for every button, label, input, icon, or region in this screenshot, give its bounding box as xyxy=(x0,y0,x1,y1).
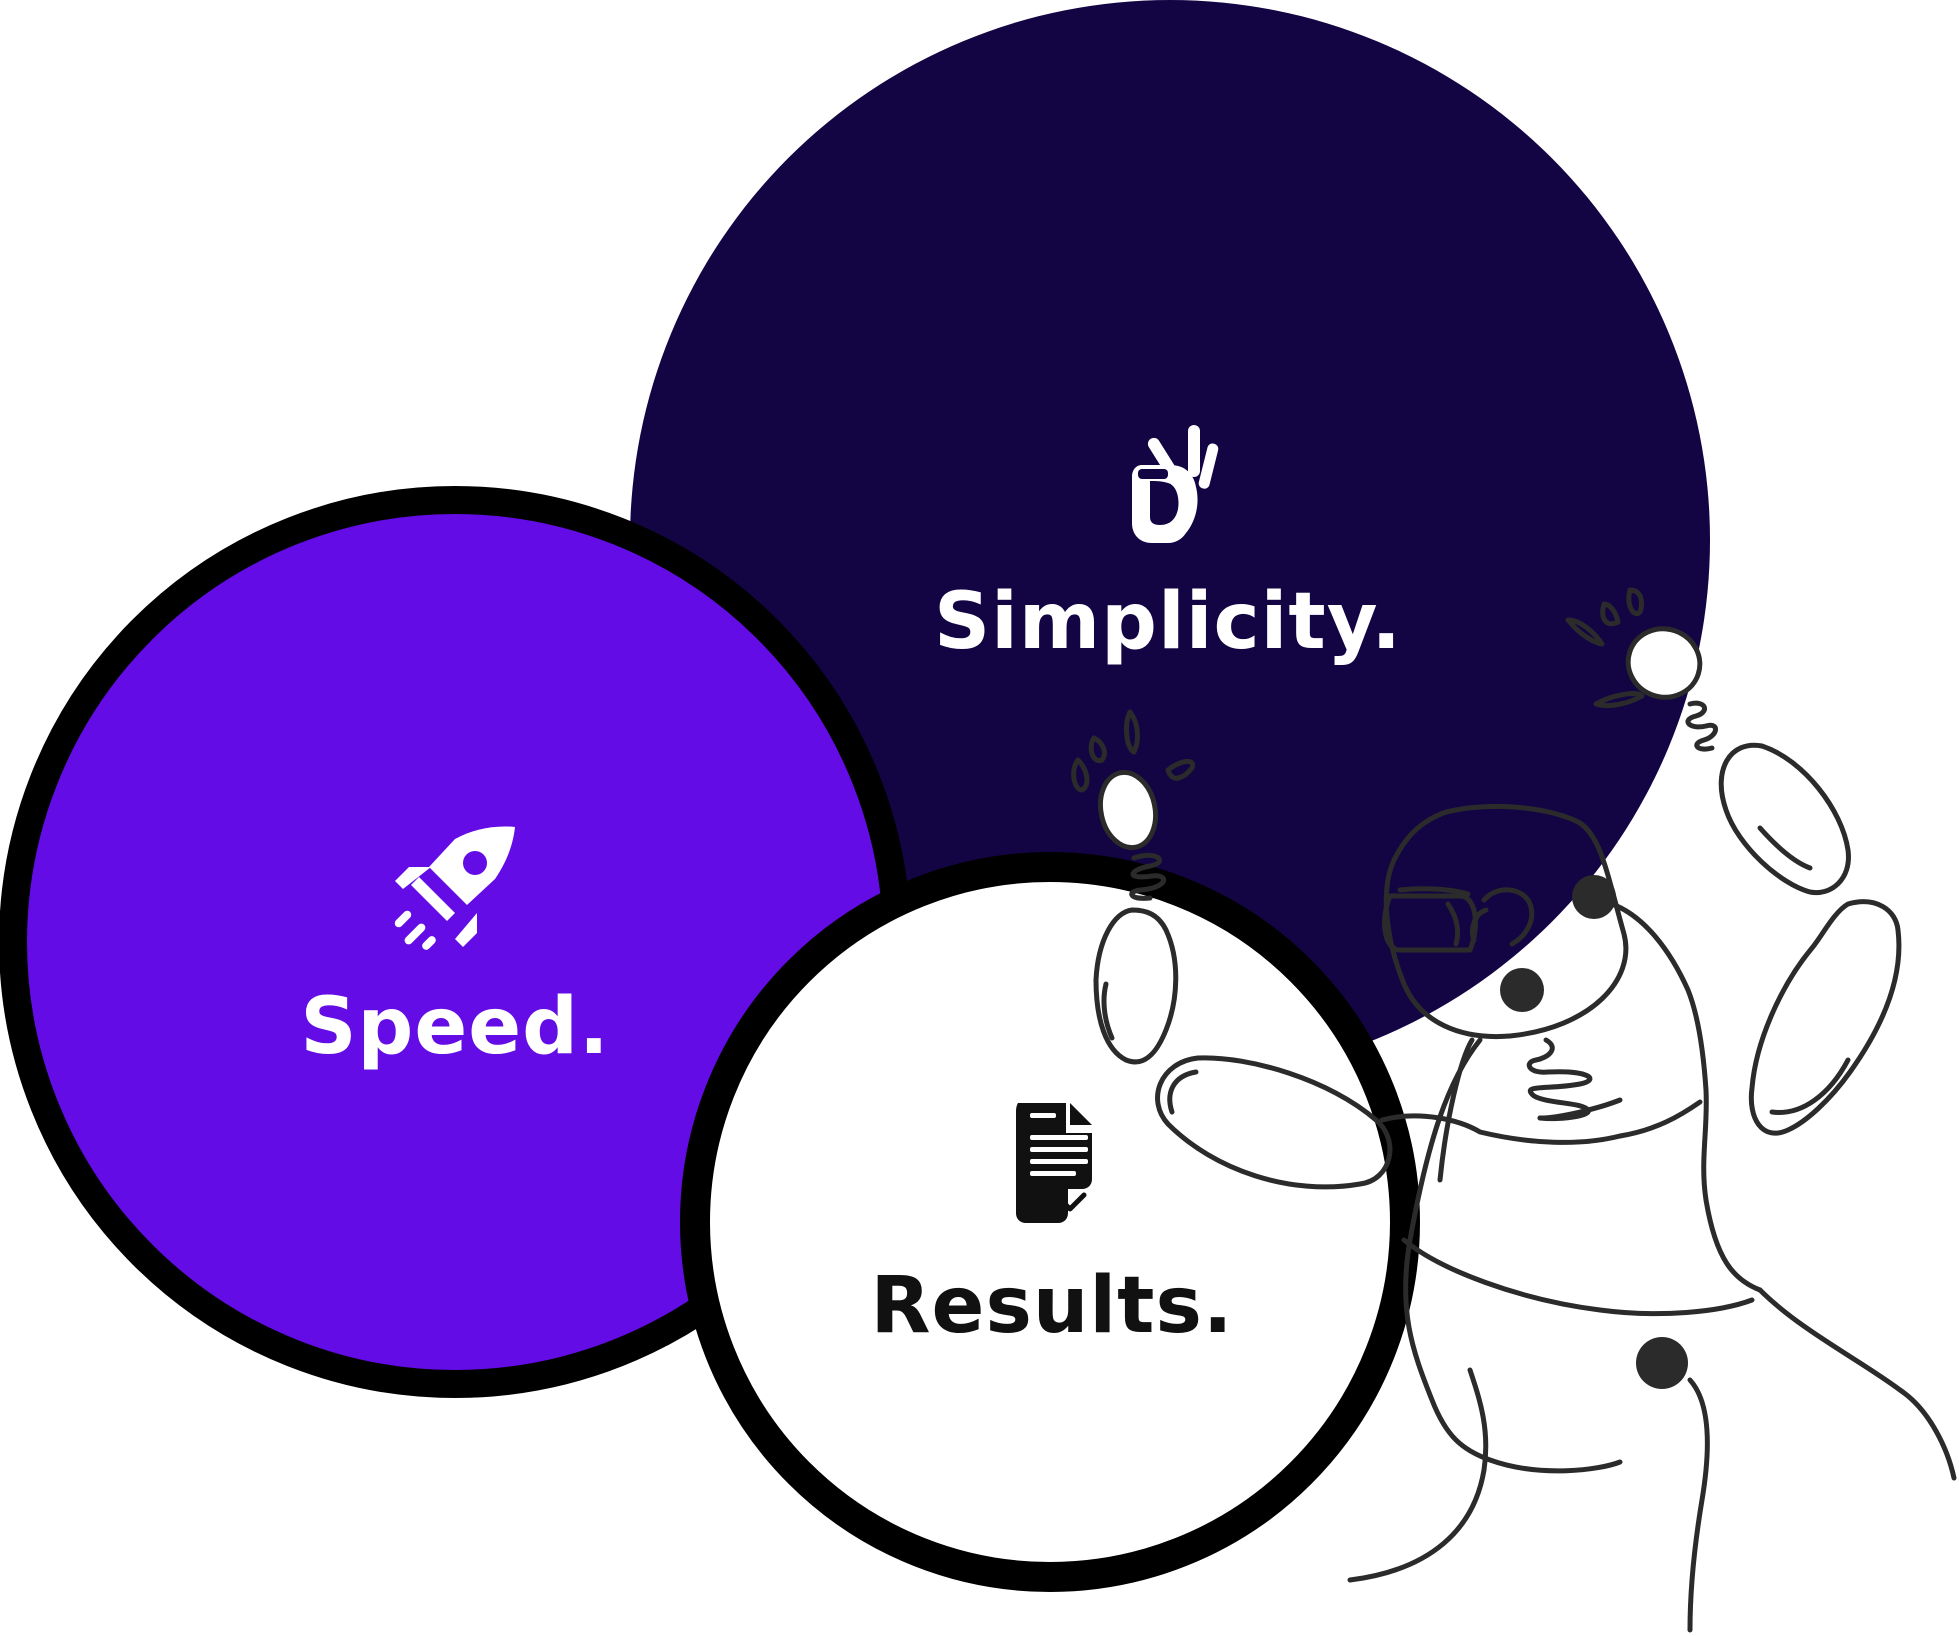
document-check-icon xyxy=(1016,1103,1092,1223)
results-label: Results. xyxy=(871,1261,1234,1351)
rocket-icon xyxy=(394,826,515,950)
speed-label: Speed. xyxy=(300,982,609,1072)
simplicity-label: Simplicity. xyxy=(934,577,1402,667)
abstract-figure-doodle-icon xyxy=(1071,587,1957,1633)
ok-hand-icon xyxy=(1132,425,1219,543)
